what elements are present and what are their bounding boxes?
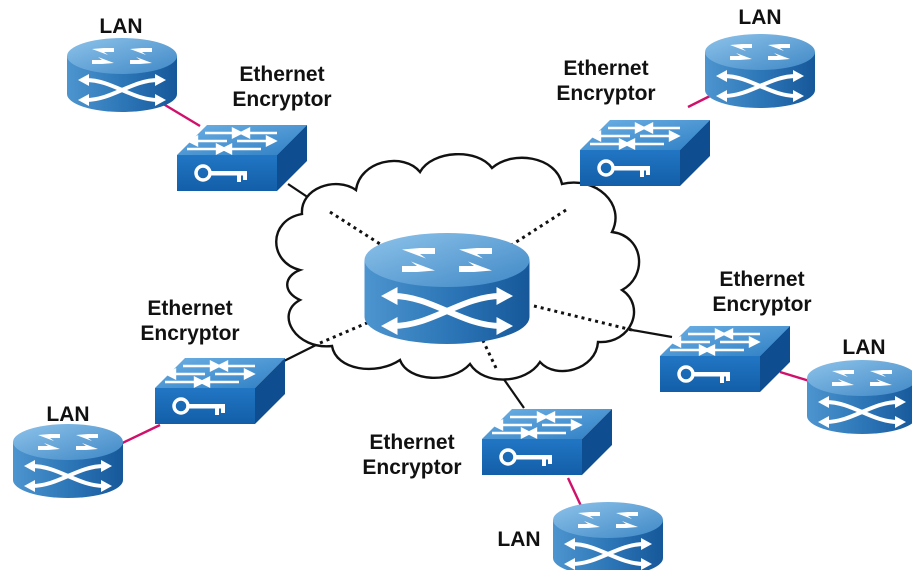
encryptor-label-line2: Encryptor [362, 456, 462, 479]
encryptor-label-line1: Ethernet [147, 297, 233, 320]
link-left-solid [281, 342, 321, 363]
lan-router-topright [703, 32, 817, 110]
encryptor-label-line1: Ethernet [239, 63, 325, 86]
link-left-dotted [319, 312, 389, 345]
lan-label-left: LAN [46, 403, 90, 426]
lan-router-left [11, 422, 125, 500]
encryptor-right [658, 324, 792, 394]
lan-label-topright: LAN [738, 6, 782, 29]
encryptor-label-line2: Encryptor [712, 293, 812, 316]
lan-label-bottom: LAN [497, 528, 541, 551]
lan-label-right: LAN [842, 336, 886, 359]
encryptor-label-line2: Encryptor [140, 322, 240, 345]
encryptor-label-right: Ethernet Encryptor [712, 267, 811, 317]
link-topleft-dotted [329, 210, 381, 246]
lan-link-topleft [159, 100, 201, 128]
encryptor-label-topleft: Ethernet Encryptor [232, 62, 331, 112]
lan-router-right [805, 358, 912, 436]
encryptor-left [153, 356, 287, 426]
lan-router-bottom [551, 500, 665, 570]
encryptor-label-line2: Encryptor [232, 88, 332, 111]
core-links [319, 208, 633, 369]
core-router-icon [365, 233, 530, 344]
encryptor-label-topright: Ethernet Encryptor [556, 56, 655, 106]
encryptor-label-line2: Encryptor [556, 82, 656, 105]
encryptor-bottom [480, 407, 614, 477]
encryptor-label-line1: Ethernet [719, 268, 805, 291]
encryptor-topleft [175, 123, 309, 193]
link-right-solid [631, 328, 673, 339]
encryptor-label-bottom: Ethernet Encryptor [362, 430, 461, 480]
encryptor-topright [578, 118, 712, 188]
encryptor-label-line1: Ethernet [563, 57, 649, 80]
lan-label-topleft: LAN [99, 15, 143, 38]
link-right-dotted [533, 304, 633, 332]
lan-link-bottom [566, 477, 584, 509]
encryptor-label-left: Ethernet Encryptor [140, 296, 239, 346]
encryptor-label-line1: Ethernet [369, 431, 455, 454]
lan-router-topleft [65, 36, 179, 114]
